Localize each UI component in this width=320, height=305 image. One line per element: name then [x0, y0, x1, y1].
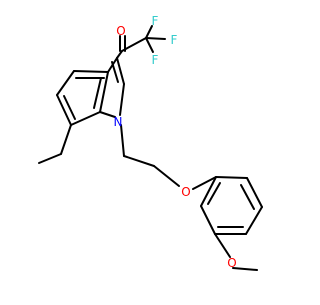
bond-ar-5	[200, 205, 216, 235]
atom-label-f-top: F	[152, 14, 159, 28]
bond-c3-c2	[116, 57, 125, 85]
atom-labels: O F F F N O O	[114, 14, 237, 270]
bond-c3a-c4	[73, 70, 109, 73]
bond-ar-1	[215, 176, 248, 179]
atom-label-f-bottom: F	[152, 53, 159, 67]
atom-label-o-ketone: O	[116, 24, 125, 38]
bond-c5-c6	[56, 94, 72, 126]
bond-ch2-ch3	[38, 153, 62, 164]
bond-c7a-c3a-inner	[93, 77, 102, 109]
bond-o-aryl	[192, 176, 217, 190]
bond-c3-carbonyl	[116, 50, 123, 59]
bond-c6-c7	[70, 111, 101, 126]
bond-ar-3	[245, 206, 263, 235]
structure-canvas: O F F F N O O	[0, 0, 300, 300]
bond-c-f-top	[145, 25, 153, 39]
bond-c-f-right	[145, 37, 166, 40]
atom-label-n-indole: N	[114, 115, 123, 129]
bonds	[38, 25, 263, 271]
bond-ar-2	[246, 177, 263, 208]
atom-label-o-methoxy: O	[227, 256, 236, 270]
bond-c5-c6-inner	[63, 95, 76, 120]
bond-ar-6-inner	[207, 182, 221, 205]
bond-c3-c2-inner	[111, 61, 119, 83]
bond-ch2-ch2	[123, 155, 155, 167]
bond-ar-o-methoxy	[214, 233, 231, 258]
bond-c7-ch2	[60, 124, 72, 155]
bond-ar-2-inner	[240, 184, 255, 210]
bond-o-ch3	[232, 267, 258, 271]
bond-n-ch2	[120, 124, 125, 157]
bond-c2-n	[119, 83, 125, 116]
atom-label-o-ether: O	[181, 185, 190, 199]
bond-ch2-o	[153, 165, 180, 187]
atom-label-f-right: F	[171, 33, 178, 47]
bond-c-f-bottom	[145, 37, 154, 53]
molecule-diagram: O F F F N O O	[0, 0, 300, 300]
bond-c7a-c3a	[99, 71, 109, 113]
bond-ar-6	[200, 176, 217, 207]
bond-c4-c5	[56, 70, 75, 96]
bond-n-c7a	[99, 111, 116, 118]
background	[0, 0, 300, 300]
